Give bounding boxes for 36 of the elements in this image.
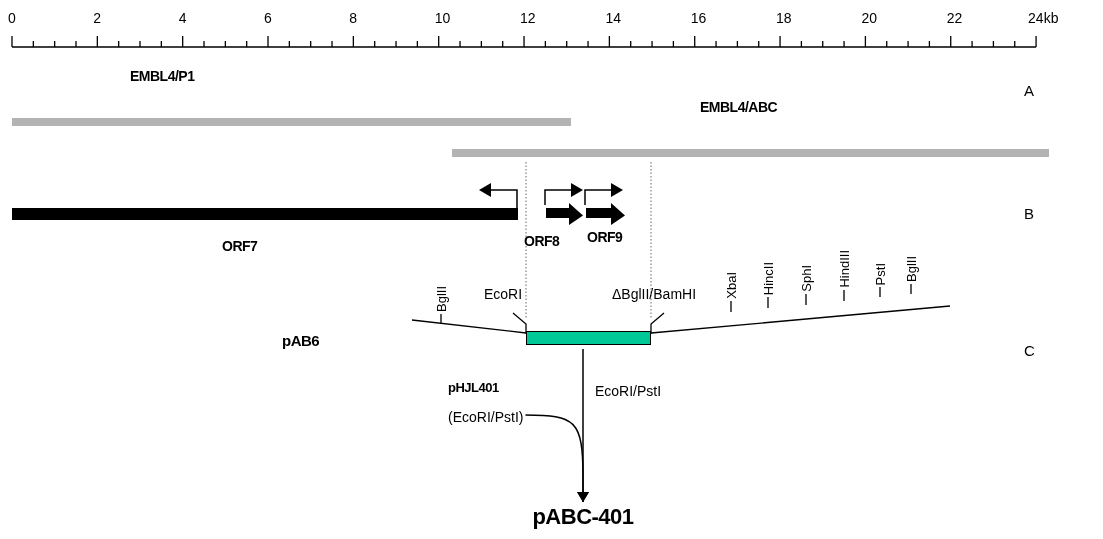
scale-number: 16 — [690, 10, 707, 26]
restriction-site-label: SphI — [798, 265, 814, 292]
scale-number: 0 — [8, 10, 16, 26]
restriction-site-label: HincII — [760, 262, 776, 296]
plasmid-name: pHJL401 — [448, 380, 499, 395]
scale-number: 2 — [93, 10, 102, 26]
restriction-site-label: BglII — [903, 256, 919, 282]
scale-number: 20 — [861, 10, 877, 26]
bar-label: EMBL4/P1 — [130, 68, 195, 84]
bar-label: EMBL4/ABC — [700, 99, 778, 115]
arrow — [524, 414, 589, 503]
enzyme-label: (EcoRI/PstI) — [448, 409, 524, 425]
gene-label: ORF8 — [524, 233, 560, 249]
plasmid-name: pAB6 — [282, 332, 320, 349]
lane-letter: C — [1024, 342, 1035, 359]
scale-number: 18 — [776, 10, 792, 26]
scale-number: 8 — [349, 10, 358, 26]
edge-label: EcoRI/PstI — [595, 382, 662, 399]
restriction-site-label: PstI — [872, 263, 888, 286]
scale-number: 4 — [178, 10, 187, 26]
scale-number: 14 — [605, 10, 621, 26]
plasmid-name: pABC-401 — [532, 504, 634, 530]
scale-number: 24kb — [1028, 10, 1059, 26]
restriction-site-label: ΔBglII/BamHI — [612, 286, 697, 302]
scale-number: 10 — [434, 10, 451, 26]
restriction-site-label: EcoRI — [484, 286, 523, 302]
lane-letter: A — [1024, 82, 1034, 99]
bar-label: ORF7 — [222, 238, 258, 254]
scale-number: 22 — [946, 10, 963, 26]
lane-letter: B — [1024, 205, 1034, 222]
restriction-site-label: HindIII — [836, 250, 852, 288]
gene-label: ORF9 — [587, 229, 623, 245]
scale-number: 6 — [264, 10, 272, 26]
restriction-site-label: XbaI — [723, 272, 739, 299]
scale-number: 12 — [520, 10, 536, 26]
restriction-site-label: BglII — [433, 286, 449, 312]
